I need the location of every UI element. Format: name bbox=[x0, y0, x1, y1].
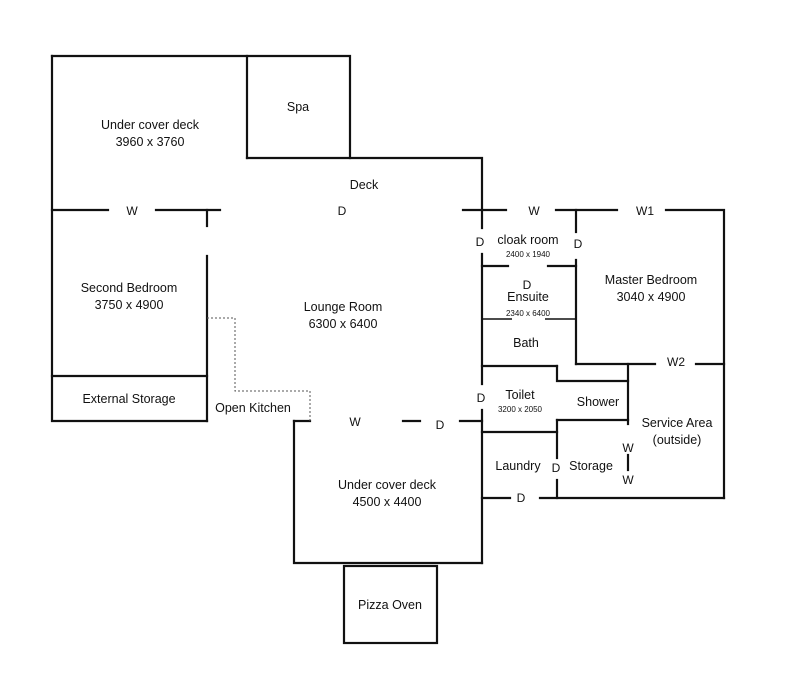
room-cloak-dims: 2400 x 1940 bbox=[506, 250, 551, 259]
wall-shower-top bbox=[555, 364, 630, 383]
window-marker-service-upper: W bbox=[622, 441, 634, 455]
room-shower-name: Shower bbox=[577, 395, 619, 409]
room-under-cover-deck-top-dims: 3960 x 3760 bbox=[116, 135, 185, 149]
room-pizza-oven-name: Pizza Oven bbox=[358, 598, 422, 612]
room-cloak-name: cloak room bbox=[497, 233, 558, 247]
room-service-area-name: Service Area bbox=[642, 416, 713, 430]
wall-lower-deck-left bbox=[292, 419, 484, 565]
room-spa-name: Spa bbox=[287, 100, 309, 114]
room-ensuite-dims: 2340 x 6400 bbox=[506, 309, 551, 318]
door-marker-deck: D bbox=[338, 204, 347, 218]
opening-markers: W D W W1 D D D W2 D W D W W D D bbox=[126, 204, 685, 505]
door-marker-storage: D bbox=[552, 461, 561, 475]
wall-east-window-c bbox=[664, 208, 726, 500]
door-marker-cloak-west: D bbox=[476, 235, 485, 249]
room-under-cover-deck-bottom-name: Under cover deck bbox=[338, 478, 437, 492]
window-marker-service-lower: W bbox=[622, 473, 634, 487]
window-marker-east: W bbox=[528, 204, 540, 218]
kitchen-outline bbox=[207, 317, 311, 421]
room-bath-name: Bath bbox=[513, 336, 539, 350]
room-lounge-name: Lounge Room bbox=[304, 300, 383, 314]
room-external-storage-name: External Storage bbox=[82, 392, 175, 406]
room-laundry-name: Laundry bbox=[495, 459, 541, 473]
door-marker-laundry: D bbox=[517, 491, 526, 505]
room-deck-name: Deck bbox=[350, 178, 379, 192]
room-second-bedroom-dims: 3750 x 4900 bbox=[95, 298, 164, 312]
room-labels: Under cover deck 3960 x 3760 Spa Deck Se… bbox=[81, 100, 713, 612]
room-second-bedroom-name: Second Bedroom bbox=[81, 281, 178, 295]
room-toilet-name: Toilet bbox=[505, 388, 535, 402]
room-lounge-dims: 6300 x 6400 bbox=[309, 317, 378, 331]
door-marker-lower-deck: D bbox=[436, 418, 445, 432]
door-marker-toilet: D bbox=[477, 391, 486, 405]
room-under-cover-deck-top-name: Under cover deck bbox=[101, 118, 200, 132]
wall-west-outer bbox=[50, 54, 209, 423]
window-marker-w1: W1 bbox=[636, 204, 654, 218]
room-service-area-note: (outside) bbox=[653, 433, 702, 447]
room-master-bedroom-name: Master Bedroom bbox=[605, 273, 697, 287]
room-under-cover-deck-bottom-dims: 4500 x 4400 bbox=[353, 495, 422, 509]
room-open-kitchen-name: Open Kitchen bbox=[215, 401, 291, 415]
room-storage-name: Storage bbox=[569, 459, 613, 473]
room-master-bedroom-dims: 3040 x 4900 bbox=[617, 290, 686, 304]
wall-deck-top bbox=[245, 156, 484, 230]
door-marker-ensuite: D bbox=[523, 278, 532, 292]
window-marker-w2: W2 bbox=[667, 355, 685, 369]
window-marker-west: W bbox=[126, 204, 138, 218]
room-toilet-dims: 3200 x 2050 bbox=[498, 405, 543, 414]
wall-top bbox=[50, 54, 352, 160]
wall-pizza-oven bbox=[342, 564, 439, 645]
window-marker-lower-deck: W bbox=[349, 415, 361, 429]
room-ensuite-name: Ensuite bbox=[507, 290, 549, 304]
walls bbox=[50, 54, 726, 645]
door-marker-cloak-east: D bbox=[574, 237, 583, 251]
